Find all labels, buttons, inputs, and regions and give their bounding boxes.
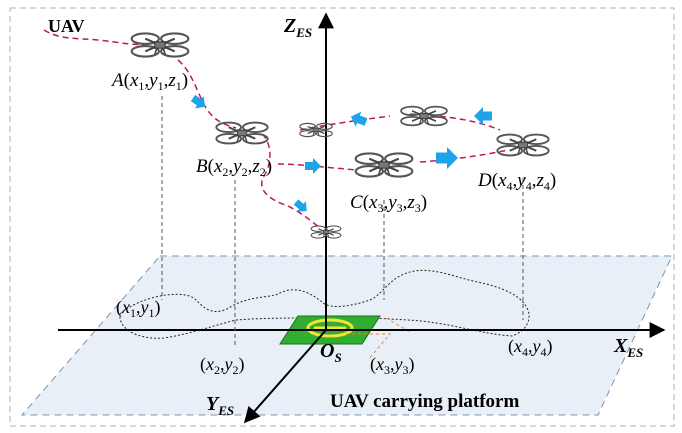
platform-label: UAV carrying platform [330, 391, 519, 412]
outer-frame [9, 7, 675, 427]
arrow-icon [348, 109, 369, 130]
drone-a [130, 32, 190, 58]
origin-label: OS [320, 340, 342, 365]
x-axis-label: XES [613, 335, 643, 360]
ground-point-3-label: (x3,y3) [370, 354, 415, 377]
z-axis-label: ZES [283, 15, 312, 40]
ground-point-1-label: (x1,y1) [116, 297, 161, 320]
point-d-label: D(x4,y4,z4) [477, 170, 556, 193]
projection-region [119, 269, 530, 339]
drone-b [215, 121, 269, 145]
drone-d [496, 133, 550, 157]
arrow-icon [436, 147, 458, 169]
c-projection-guide [346, 317, 411, 361]
y-axis [243, 329, 327, 424]
uav-label: UAV [48, 16, 85, 36]
point-b-label: B(x2,y2,z2) [196, 156, 272, 179]
arrow-icon [474, 107, 492, 125]
uav-trajectory [43, 29, 509, 229]
drone-c [354, 152, 414, 178]
ground-point-2-label: (x2,y2) [200, 354, 245, 377]
projection-lines [161, 96, 524, 348]
point-a-label: A(x1,y1,z1) [110, 70, 188, 93]
ground-point-4-label: (x4,y4) [508, 336, 553, 359]
arrow-icon [305, 158, 321, 174]
point-c-label: C(x3,y3,z3) [350, 192, 427, 215]
drone-mid [299, 122, 333, 138]
y-axis-label: YES [206, 393, 234, 418]
